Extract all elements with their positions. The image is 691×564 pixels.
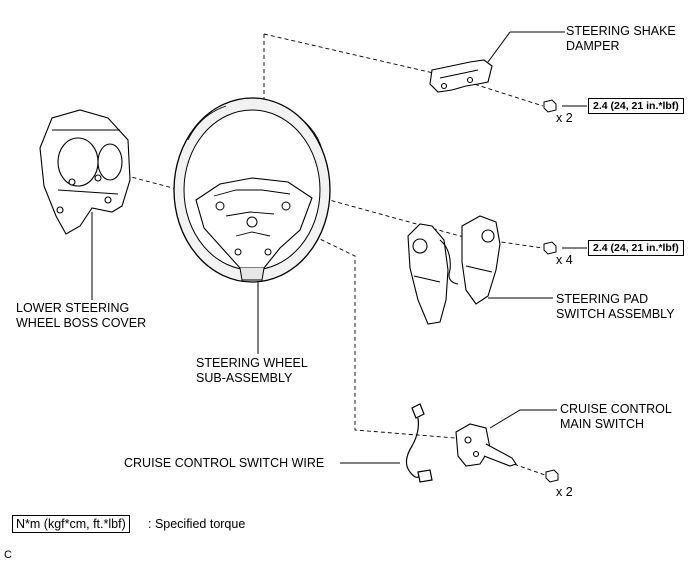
bolt-3 [545,469,559,483]
legend-text: : Specified torque [148,517,246,531]
lower-cover-part [39,109,131,235]
torque-spec-2: 2.4 (24, 21 in.*lbf) [588,240,684,256]
label-lower-cover-line2: WHEEL BOSS COVER [16,316,147,330]
qty-3: x 2 [556,485,573,499]
label-pad-switch-line1: STEERING PAD [556,292,649,306]
bolts [543,99,559,483]
label-cruise-main-line1: CRUISE CONTROL [560,402,672,416]
torque-spec-1: 2.4 (24, 21 in.*lbf) [588,98,684,114]
cruise-wire-part [405,403,433,483]
dashed-to-shake-damper [263,33,456,79]
corner-mark: C [4,549,12,561]
label-cruise-main-line2: MAIN SWITCH [560,417,645,431]
label-steering-wheel-line2: SUB-ASSEMBLY [196,371,293,385]
bolt-1 [543,99,557,113]
leader-shake-damper-angle [487,31,511,63]
label-cruise-wire: CRUISE CONTROL SWITCH WIRE [124,456,325,470]
qty-1: x 2 [556,111,573,125]
label-shake-damper-line2: DAMPER [566,39,620,53]
steering-wheel-part [173,97,331,283]
label-steering-wheel-line1: STEERING WHEEL [196,356,308,370]
bolt-2 [543,241,557,255]
cruise-main-part [455,423,517,467]
pad-switch-part [407,215,501,325]
label-pad-switch-line2: SWITCH ASSEMBLY [556,307,675,321]
leader-cruise-main [489,409,557,429]
shake-damper-part [429,59,493,93]
label-lower-cover-line1: LOWER STEERING [16,301,130,315]
legend-unit-box: N*m (kgf*cm, ft.*lbf) [12,515,130,533]
label-shake-damper-line1: STEERING SHAKE [566,24,676,38]
qty-2: x 4 [556,253,573,267]
